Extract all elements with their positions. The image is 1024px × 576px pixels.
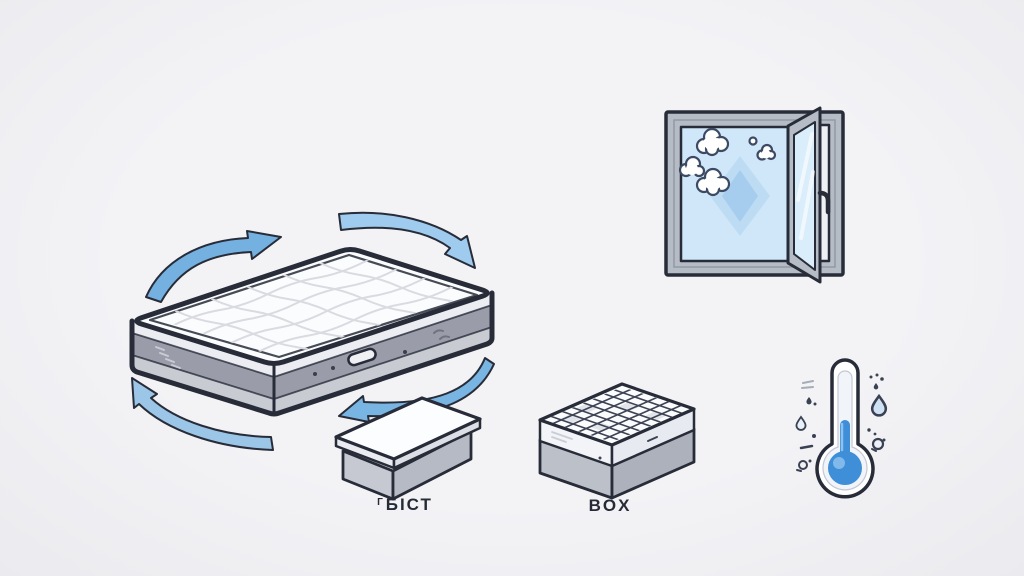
condensation-marks-left (795, 380, 817, 472)
slatted-box-band-marks (551, 431, 658, 460)
steam-cloud-icon (756, 143, 777, 161)
rotation-arrow-top-left-icon (145, 230, 282, 303)
steam-cloud-icon (695, 127, 730, 157)
sash-glass-reflection (796, 132, 815, 240)
water-droplet-icon (795, 415, 807, 431)
mattress-icon (129, 247, 495, 417)
slatted-box-label: BOX (535, 496, 685, 516)
water-droplet-icon (870, 393, 888, 417)
steam-cloud-icon (695, 167, 731, 197)
mattress-stitch-marks (155, 329, 450, 376)
slatted-box-label-text: BOX (588, 496, 632, 515)
slatted-box-grid (549, 387, 685, 442)
mattress-side-bottom-band (132, 327, 492, 413)
thermometer-bulb-highlight (833, 457, 845, 469)
rotation-arrow-bottom-right-icon (338, 357, 495, 423)
lid-box-label: ГБІСТ (330, 495, 480, 515)
mattress-side-dark-band (132, 305, 492, 399)
mattress-top-inner-border (148, 253, 479, 359)
window-handle (817, 190, 831, 215)
window-frame-step (673, 119, 836, 268)
rotation-arrows (131, 211, 495, 451)
window-sash-glass (793, 121, 816, 271)
water-droplet-icon (806, 397, 812, 405)
mattress-side-light-top (132, 293, 492, 377)
lid-box-lid-top (334, 396, 482, 461)
rotation-arrow-bottom-left-icon (131, 377, 274, 451)
lid-box-label-prefix: Г (377, 497, 385, 508)
thermometer-fluid-bulb (828, 451, 862, 485)
steam-dot (748, 136, 758, 146)
rotation-arrow-top-right-icon (338, 211, 476, 269)
steam-clouds (678, 127, 777, 197)
lid-box-label-text: БІСТ (385, 495, 433, 514)
slatted-box-icon (538, 382, 696, 500)
condensation-marks-right (867, 373, 888, 452)
glass-diamond (710, 156, 770, 236)
thermometer-icon (795, 358, 888, 499)
open-window-icon (664, 106, 845, 284)
mattress-handle (347, 347, 377, 367)
water-droplet-icon (873, 383, 879, 390)
mattress-top-face (134, 247, 490, 366)
steam-cloud-icon (678, 155, 706, 178)
lid-box-icon (334, 396, 482, 501)
mattress-side-outline (129, 290, 495, 417)
